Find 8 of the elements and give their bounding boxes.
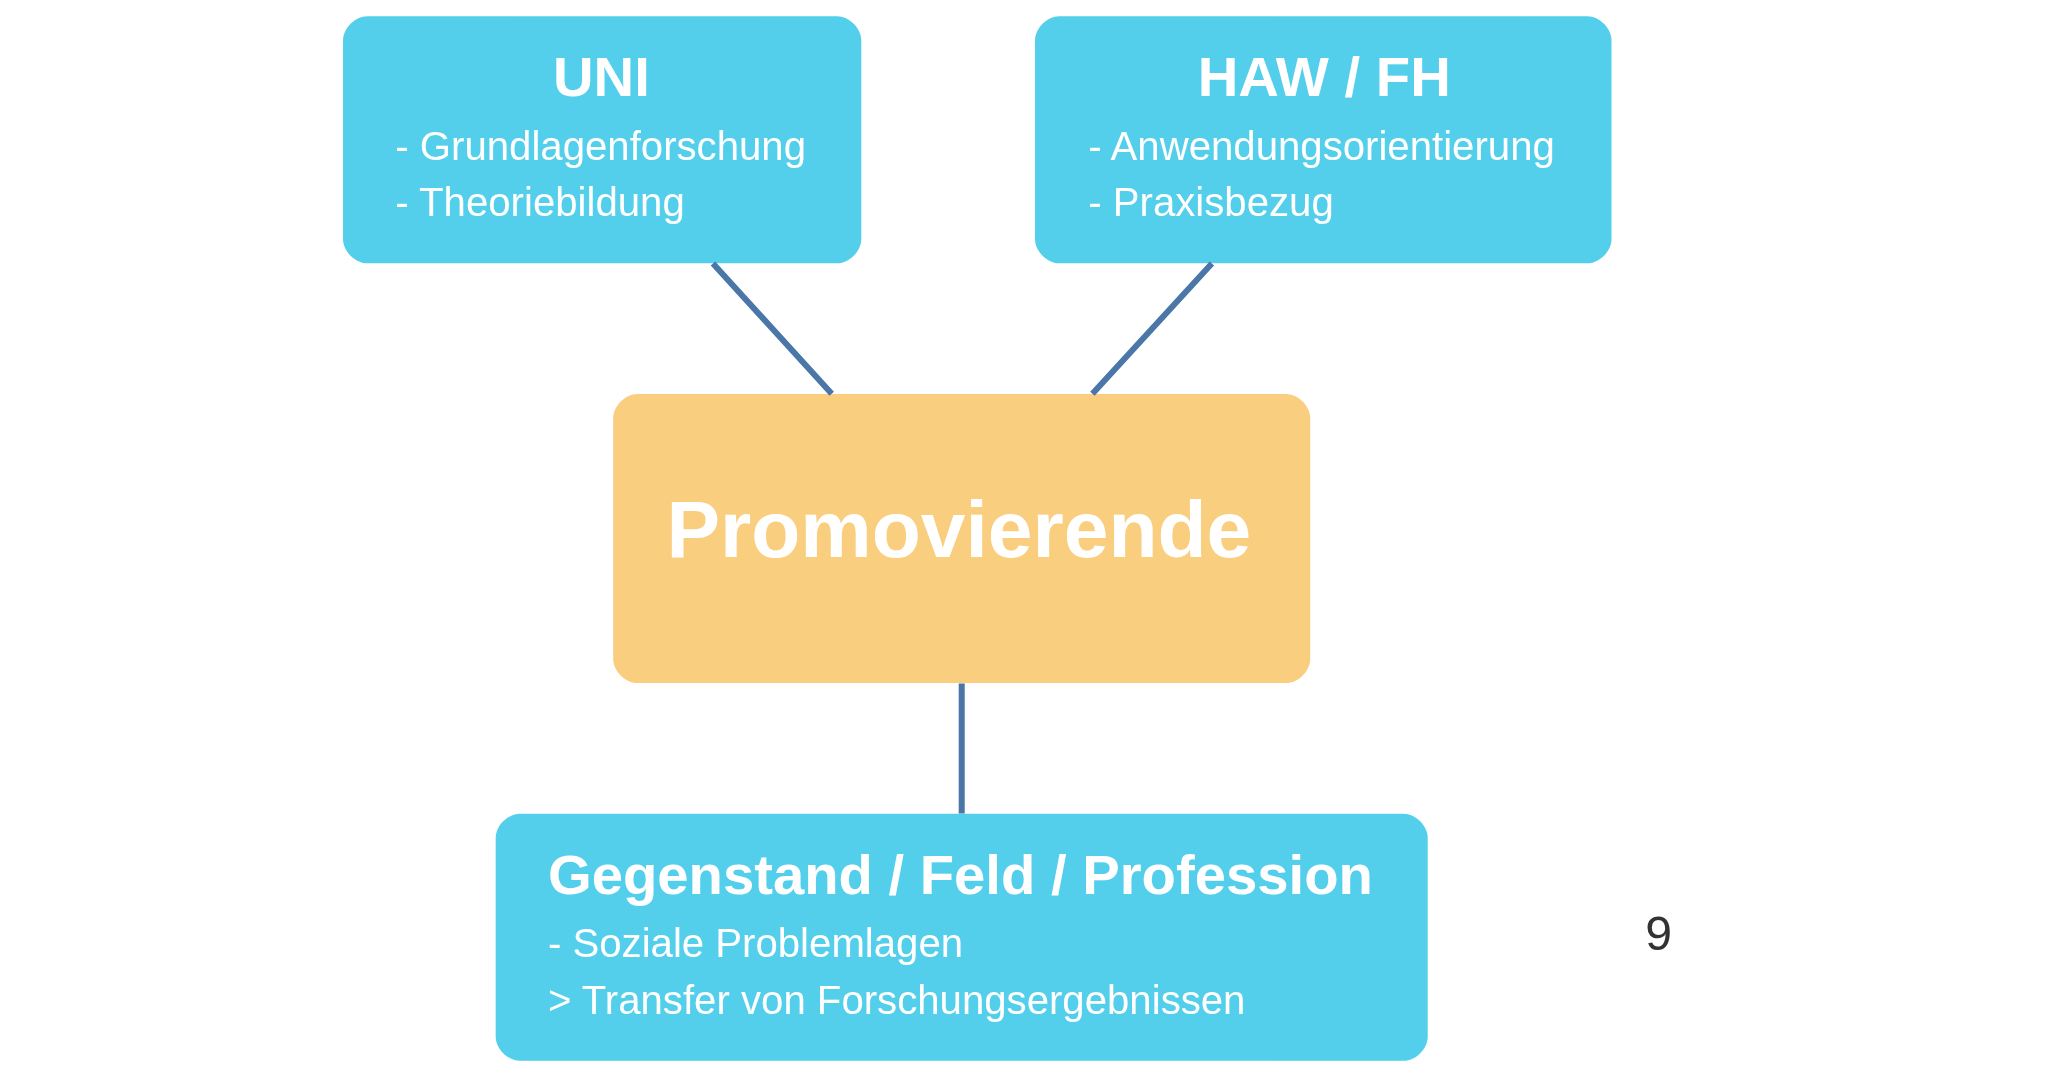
node-box: HAW / FH - Anwendungsorientierung - Praxisbezug: [1035, 16, 1612, 264]
node-box: Gegenstand / Feld / Profession - Soziale Problemlagen > Transfer von Forschungsergebnissen: [495, 813, 1428, 1061]
connector: [1090, 261, 1215, 396]
node-box: Promovierende: [613, 393, 1311, 684]
node-box: UNI - Grundlagenforschung - Theoriebildung: [343, 16, 862, 264]
connector: [710, 261, 834, 396]
label: 9: [1645, 905, 1673, 960]
connector: [958, 683, 965, 814]
